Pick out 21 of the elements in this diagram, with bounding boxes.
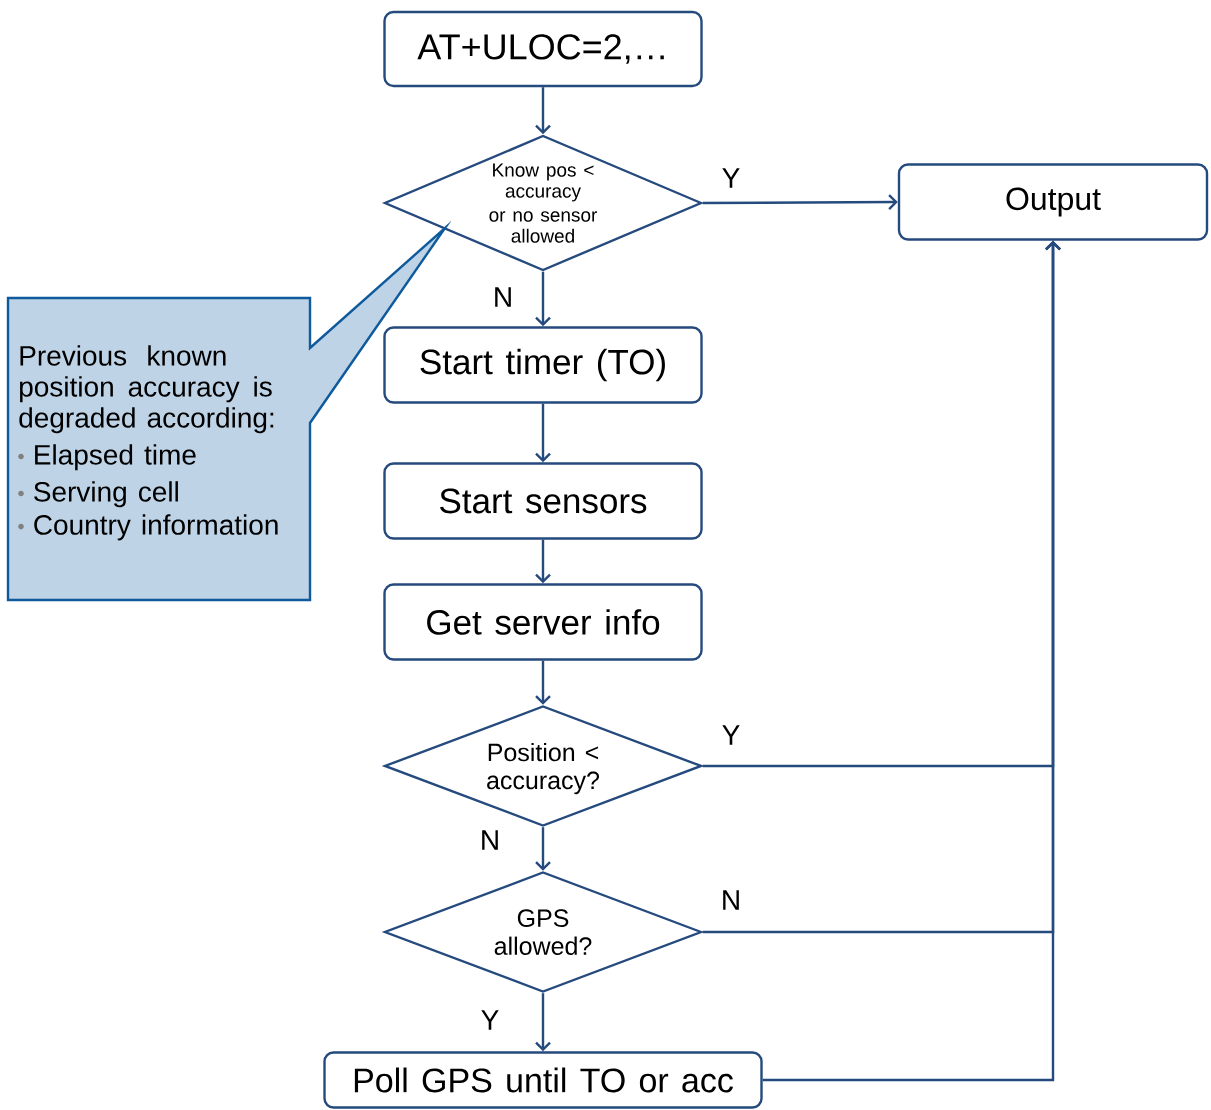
edge-label: Y (720, 724, 742, 746)
process-box: Start sensors (383, 462, 703, 540)
process-box: Start timer (TO) (383, 326, 703, 404)
process-box: Output (897, 163, 1209, 241)
edge-label: N (478, 829, 502, 851)
edge-label: N (719, 889, 743, 911)
arrow (535, 827, 551, 871)
arrow (762, 240, 1061, 1082)
arrow (535, 993, 551, 1052)
arrow (535, 403, 551, 463)
arrow (535, 660, 551, 705)
process-box: Get server info (383, 583, 703, 661)
edge-label: Y (720, 167, 742, 189)
edge-label: Y (479, 1009, 501, 1031)
arrow (535, 271, 551, 327)
edge-label: N (491, 286, 515, 308)
arrow (702, 194, 898, 210)
process-box: AT+ULOC=2,… (383, 10, 703, 88)
arrow (535, 539, 551, 584)
process-box: Poll GPS until TO or acc (323, 1051, 763, 1109)
arrow (535, 87, 551, 135)
